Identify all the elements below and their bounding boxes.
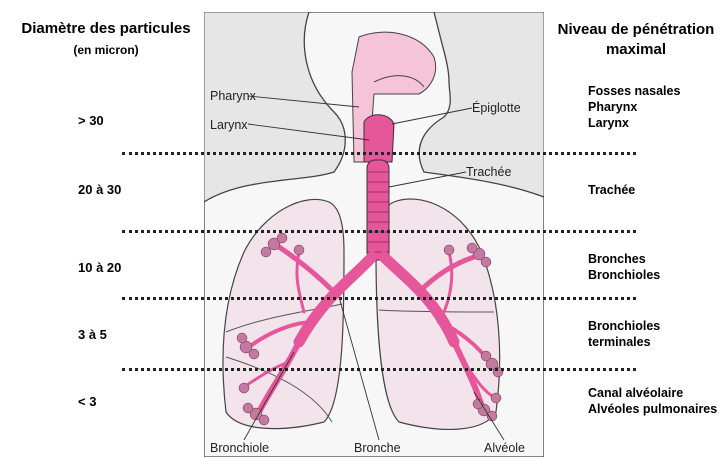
- level-label-row3: Bronches Bronchioles: [588, 251, 660, 283]
- penetration-level-header: Niveau de pénétration maximal: [548, 20, 724, 60]
- penetration-level-title-line1: Niveau de pénétration: [548, 20, 724, 40]
- level-bronchioles-terminales-2: terminales: [588, 334, 660, 350]
- label-trachee: Trachée: [466, 165, 511, 179]
- size-label-row5: < 3: [78, 394, 96, 409]
- level-label-row1: Fosses nasales Pharynx Larynx: [588, 83, 680, 131]
- size-label-row2: 20 à 30: [78, 182, 121, 197]
- level-alveoles-pulmonaires: Alvéoles pulmonaires: [588, 401, 717, 417]
- particle-diameter-unit: (en micron): [10, 43, 202, 57]
- level-canal-alveolaire: Canal alvéolaire: [588, 385, 717, 401]
- size-label-row3: 10 à 20: [78, 260, 121, 275]
- particle-diameter-header: Diamètre des particules (en micron): [10, 20, 202, 57]
- level-larynx: Larynx: [588, 115, 680, 131]
- penetration-level-title-line2: maximal: [548, 40, 724, 60]
- label-epiglotte: Épiglotte: [472, 100, 521, 115]
- level-bronches: Bronches: [588, 251, 660, 267]
- level-label-row4: Bronchioles terminales: [588, 318, 660, 350]
- separator-4: [122, 368, 636, 371]
- level-fosses-nasales: Fosses nasales: [588, 83, 680, 99]
- level-label-row2: Trachée: [588, 182, 635, 198]
- separator-1: [122, 152, 636, 155]
- level-label-row5: Canal alvéolaire Alvéoles pulmonaires: [588, 385, 717, 417]
- respiratory-system-svg: Pharynx Larynx Épiglotte Trachée Bronchi…: [204, 12, 544, 457]
- label-pharynx: Pharynx: [210, 89, 257, 103]
- label-alveole: Alvéole: [484, 441, 525, 455]
- particle-diameter-title: Diamètre des particules: [10, 20, 202, 37]
- separator-3: [122, 297, 636, 300]
- level-trachee: Trachée: [588, 182, 635, 198]
- size-label-row4: 3 à 5: [78, 327, 107, 342]
- label-bronche: Bronche: [354, 441, 401, 455]
- size-label-row1: > 30: [78, 113, 104, 128]
- trachea-shape: [367, 160, 389, 260]
- level-pharynx: Pharynx: [588, 99, 680, 115]
- label-larynx: Larynx: [210, 118, 248, 132]
- separator-2: [122, 230, 636, 233]
- label-bronchiole: Bronchiole: [210, 441, 269, 455]
- level-bronchioles: Bronchioles: [588, 267, 660, 283]
- respiratory-system-illustration: Pharynx Larynx Épiglotte Trachée Bronchi…: [204, 12, 544, 457]
- level-bronchioles-terminales-1: Bronchioles: [588, 318, 660, 334]
